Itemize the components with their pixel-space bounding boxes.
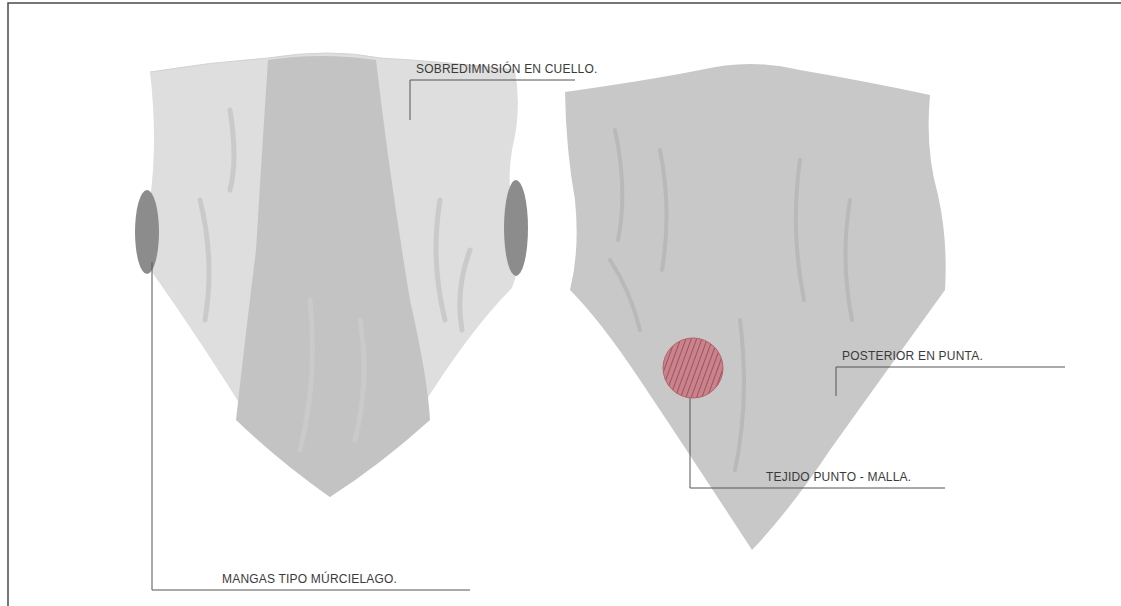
callout-label: TEJIDO PUNTO - MALLA. bbox=[766, 470, 911, 484]
frame bbox=[8, 3, 1121, 606]
front-center-panel bbox=[236, 56, 430, 497]
right-sleeve-cuff bbox=[504, 180, 528, 276]
callout-label: POSTERIOR EN PUNTA. bbox=[842, 349, 983, 363]
mesh-knit-rim bbox=[663, 338, 723, 398]
leader-line bbox=[836, 367, 1065, 396]
back-body bbox=[565, 64, 946, 550]
leader-line bbox=[410, 80, 575, 120]
callout-label: SOBREDIMNSIÓN EN CUELLO. bbox=[416, 62, 598, 76]
front-fold bbox=[200, 110, 470, 450]
left-sleeve-cuff bbox=[135, 190, 159, 274]
back-fold bbox=[610, 130, 852, 470]
callout-label: MANGAS TIPO MÚRCIELAGO. bbox=[222, 572, 397, 586]
leader-line bbox=[690, 398, 945, 488]
leader-line bbox=[152, 262, 470, 590]
front-body bbox=[147, 53, 519, 497]
mesh-knit-swatch bbox=[663, 338, 723, 398]
